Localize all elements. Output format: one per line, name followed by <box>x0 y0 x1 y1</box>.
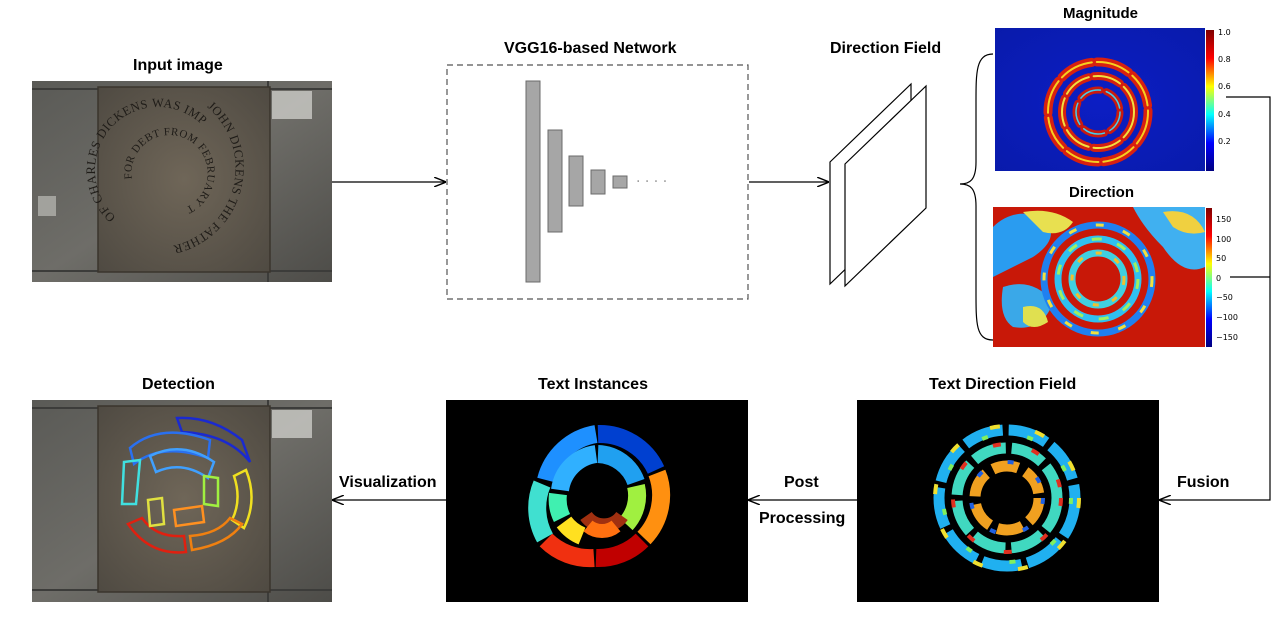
direction-tick-1: 150 <box>1216 215 1232 224</box>
post-label: Post <box>784 474 819 491</box>
direction-field-planes <box>826 82 930 288</box>
direction-title: Direction <box>1069 184 1135 201</box>
text-instances-title: Text Instances <box>538 376 648 393</box>
direction-colorbar <box>1206 208 1212 347</box>
magnitude-tick-3: 0.6 <box>1218 82 1231 91</box>
fusion-label: Fusion <box>1177 474 1230 491</box>
brace <box>958 52 998 342</box>
network-title: VGG16-based Network <box>504 40 677 57</box>
magnitude-tick-5: 0.2 <box>1218 137 1231 146</box>
direction-tick-7: −150 <box>1216 333 1238 342</box>
magnitude-title: Magnitude <box>1063 5 1138 22</box>
detection-image <box>32 400 332 602</box>
magnitude-tick-1: 1.0 <box>1218 28 1231 37</box>
input-image: JOHN DICKENS THE FATHER OF CHARLES DICKE… <box>32 81 332 282</box>
conv-layer-1 <box>525 80 541 283</box>
magnitude-tick-2: 0.8 <box>1218 55 1231 64</box>
direction-field-title: Direction Field <box>830 40 942 57</box>
direction-tick-2: 100 <box>1216 235 1232 244</box>
network-dots: · · · · <box>636 174 667 190</box>
direction-map <box>993 207 1205 347</box>
magnitude-map <box>995 28 1205 171</box>
conv-layer-2 <box>547 129 563 233</box>
conv-layer-4 <box>590 169 606 195</box>
text-direction-field-map <box>857 400 1159 602</box>
direction-tick-6: −100 <box>1216 313 1238 322</box>
magnitude-colorbar <box>1206 30 1214 171</box>
conv-layer-5 <box>612 175 628 189</box>
detection-title: Detection <box>142 376 215 393</box>
visualization-label: Visualization <box>339 474 437 491</box>
conv-layer-3 <box>568 155 584 207</box>
input-image-title: Input image <box>133 57 223 74</box>
direction-tick-4: 0 <box>1216 274 1222 283</box>
network-box: · · · · <box>446 64 749 300</box>
processing-label: Processing <box>759 510 846 527</box>
text-instances-map <box>446 400 748 602</box>
direction-tick-5: −50 <box>1216 293 1233 302</box>
direction-tick-3: 50 <box>1216 254 1227 263</box>
magnitude-tick-4: 0.4 <box>1218 110 1231 119</box>
text-direction-field-title: Text Direction Field <box>929 376 1077 393</box>
